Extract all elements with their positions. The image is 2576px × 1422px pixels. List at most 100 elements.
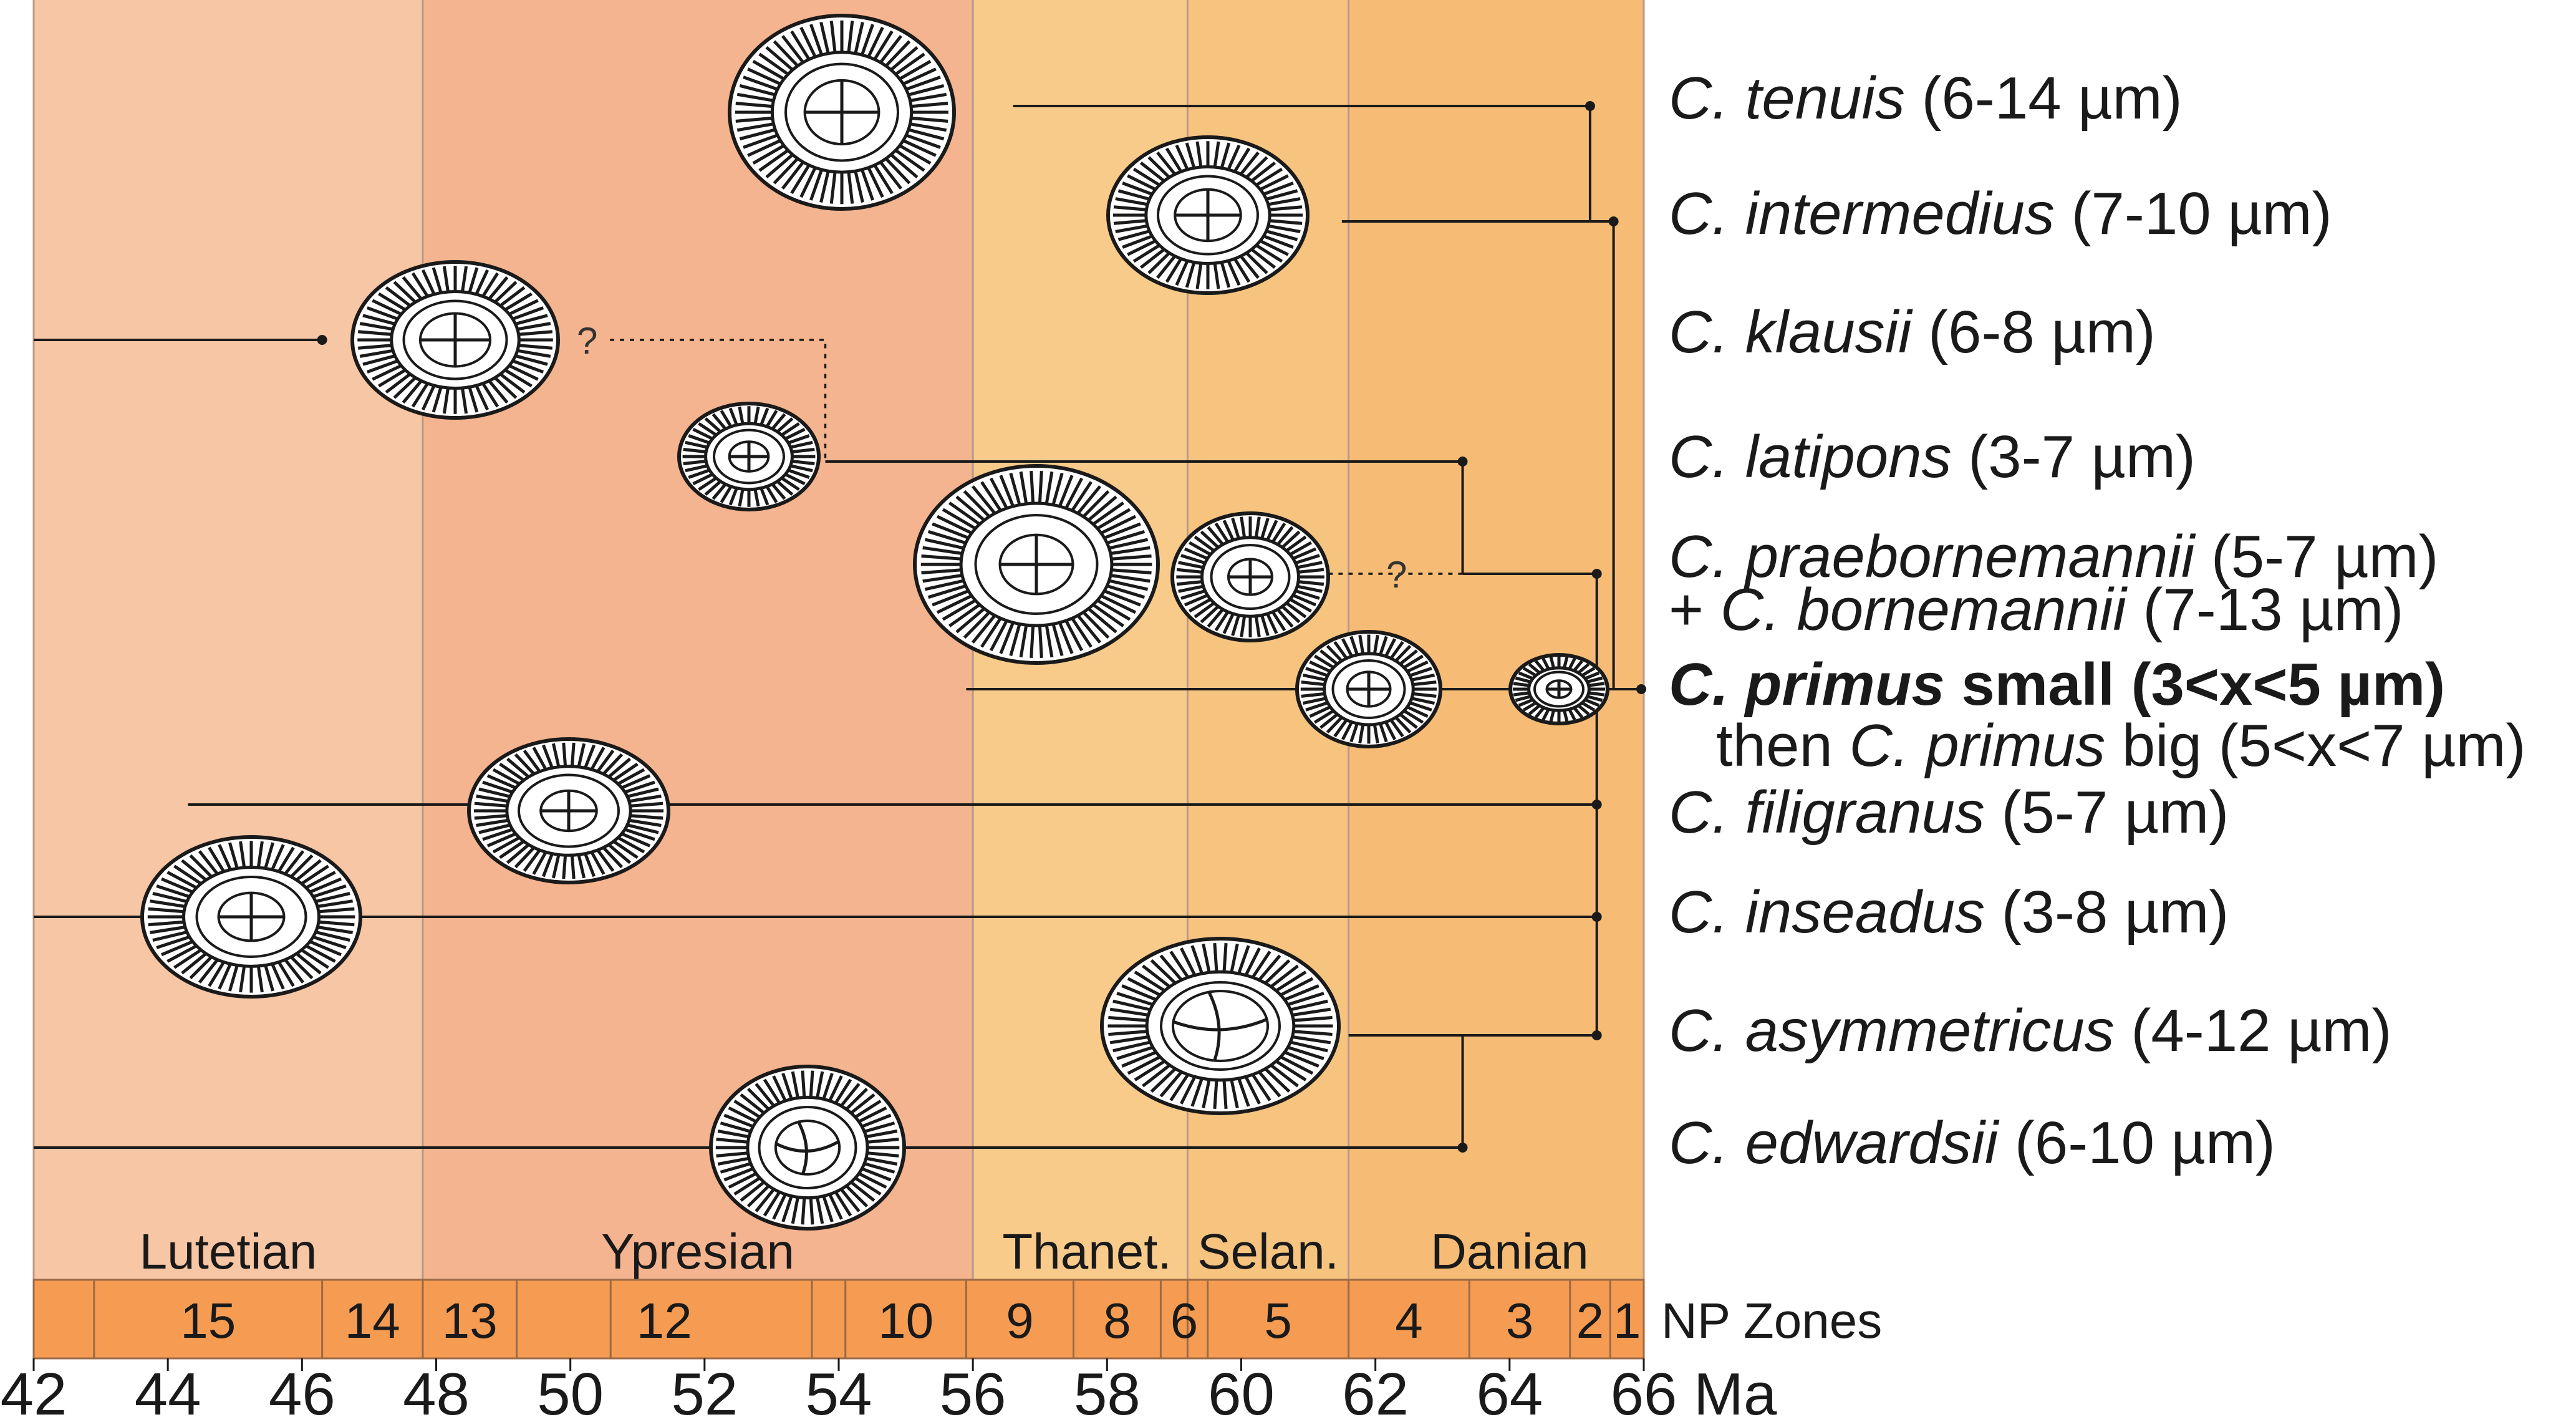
species-label: + C. bornemannii (7-13 µm) bbox=[1669, 576, 2403, 643]
coccolith-tube bbox=[518, 773, 620, 848]
np-zone-label: 9 bbox=[1006, 1293, 1034, 1348]
coccolith-shield-elements bbox=[735, 20, 948, 205]
species-label: C. inseadus (3-8 µm) bbox=[1669, 879, 2229, 946]
coccolith-shield-elements bbox=[1113, 141, 1303, 289]
np-zone-label: 2 bbox=[1576, 1293, 1604, 1348]
species-size-range: (3-7 µm) bbox=[1952, 423, 2196, 490]
species-size-range: (7-13 µm) bbox=[2126, 576, 2404, 643]
branch-node-dot bbox=[1457, 1143, 1468, 1153]
axis-tick-label: 58 bbox=[1074, 1361, 1141, 1422]
stage-label: Danian bbox=[1430, 1224, 1589, 1279]
coccolith-shield-elements bbox=[1107, 943, 1333, 1109]
coccolith-drawings bbox=[140, 14, 1609, 1231]
coccolith-tube bbox=[1160, 981, 1281, 1071]
axis-tick-label: 50 bbox=[537, 1361, 604, 1422]
stage-label: Thanet. bbox=[1002, 1224, 1171, 1279]
uncertain-lineage-line bbox=[610, 339, 827, 462]
species-label: C. primus small (3<x<5 µm) bbox=[1669, 651, 2445, 718]
axis-tick-label: 52 bbox=[671, 1361, 738, 1422]
np-zone-label: 3 bbox=[1506, 1293, 1534, 1348]
branch-node-dot bbox=[1585, 101, 1595, 111]
species-label: C. klausii (6-8 µm) bbox=[1669, 299, 2156, 365]
axis-unit-label: Ma bbox=[1694, 1361, 1777, 1422]
species-name: C. primus bbox=[1850, 712, 2106, 779]
np-zone-label: 15 bbox=[180, 1293, 236, 1348]
stage-band bbox=[34, 0, 423, 1280]
species-size-range: (5-7 µm) bbox=[1985, 779, 2229, 846]
coccolith-shield-elements bbox=[715, 1070, 900, 1225]
coccolith-shield-elements bbox=[147, 841, 355, 993]
species-name: C. filigranus bbox=[1669, 779, 1985, 846]
np-zone-label: 10 bbox=[878, 1293, 933, 1348]
coccolith-shield-elements bbox=[1512, 656, 1606, 722]
coccolith-tube bbox=[402, 299, 508, 380]
coccolith-tube bbox=[758, 1106, 857, 1189]
axis-tick-label: 62 bbox=[1342, 1361, 1409, 1422]
species-label-prefix: then bbox=[1716, 712, 1850, 779]
branch-node-dot bbox=[1608, 216, 1619, 226]
axis-tick-label: 56 bbox=[940, 1361, 1006, 1422]
np-zone-label: 1 bbox=[1613, 1293, 1641, 1348]
species-size-range: (6-10 µm) bbox=[1998, 1110, 2275, 1176]
coccolith-icon bbox=[140, 835, 362, 999]
axis-tick-label: 42 bbox=[1, 1361, 67, 1422]
species-name: C. klausii bbox=[1669, 299, 1913, 365]
np-zone-label: 14 bbox=[345, 1293, 400, 1348]
occurrence-dot bbox=[317, 335, 327, 345]
species-size-range: (7-10 µm) bbox=[2055, 180, 2332, 247]
species-name: C. intermedius bbox=[1669, 180, 2055, 247]
branch-node-dot bbox=[1591, 912, 1602, 922]
species-label: C. latipons (3-7 µm) bbox=[1669, 423, 2196, 490]
species-label: C. edwardsii (6-10 µm) bbox=[1669, 1110, 2275, 1176]
species-label: C. asymmetricus (4-12 µm) bbox=[1669, 997, 2391, 1064]
species-size-range: (4-12 µm) bbox=[2115, 997, 2392, 1064]
coccolith-icon bbox=[1106, 135, 1310, 295]
species-name: C. edwardsii bbox=[1669, 1110, 2000, 1176]
species-name: C. bornemannii bbox=[1720, 576, 2128, 643]
stage-band bbox=[422, 0, 973, 1280]
species-labels: C. tenuis (6-14 µm) C. intermedius (7-10 … bbox=[1669, 65, 2525, 1176]
species-label: C. filigranus (5-7 µm) bbox=[1669, 779, 2229, 846]
np-zone-label: 5 bbox=[1264, 1293, 1292, 1348]
coccolith-tube bbox=[1331, 659, 1406, 719]
coccolith-icon bbox=[913, 464, 1160, 665]
stage-label: Ypresian bbox=[601, 1224, 794, 1279]
coccolith-icon bbox=[728, 14, 956, 211]
np-zone-label: 13 bbox=[442, 1293, 498, 1348]
axis-tick-label: 60 bbox=[1208, 1361, 1275, 1422]
species-label: C. intermedius (7-10 µm) bbox=[1669, 180, 2332, 247]
branch-node-dot bbox=[1591, 1030, 1602, 1040]
species-label: C. praebornemannii (5-7 µm) bbox=[1669, 523, 2438, 590]
axis-tick-label: 48 bbox=[403, 1361, 470, 1422]
species-size-range: small (3<x<5 µm) bbox=[1945, 651, 2445, 718]
coccolith-tube bbox=[1533, 670, 1585, 708]
species-label: C. tenuis (6-14 µm) bbox=[1669, 65, 2183, 132]
uncertainty-question-mark: ? bbox=[577, 320, 597, 362]
axis-tick-label: 54 bbox=[806, 1361, 872, 1422]
species-size-range: big (5<x<7 µm) bbox=[2105, 712, 2525, 779]
coccolith-cross-bar bbox=[774, 1120, 841, 1175]
coccolith-tube bbox=[195, 876, 307, 958]
coccolith-tube bbox=[1210, 544, 1291, 610]
coccolith-tube bbox=[1157, 175, 1259, 256]
coccolith-tube bbox=[784, 62, 899, 162]
species-label-prefix: + bbox=[1669, 576, 1720, 643]
species-name: C. asymmetricus bbox=[1669, 997, 2115, 1064]
lineage-lines: ?? bbox=[34, 101, 1646, 1153]
coccolith-tube bbox=[974, 514, 1099, 615]
species-size-range: (3-8 µm) bbox=[1985, 879, 2229, 946]
species-name: C. inseadus bbox=[1669, 879, 1985, 946]
coccolith-shield-elements bbox=[682, 406, 816, 507]
uncertainty-question-mark: ? bbox=[1386, 554, 1407, 596]
np-zone-label: 4 bbox=[1395, 1293, 1423, 1348]
coccolith-cross-bar bbox=[1172, 990, 1268, 1062]
species-size-range: (6-8 µm) bbox=[1911, 299, 2155, 365]
species-label: then C. primus big (5<x<7 µm) bbox=[1716, 712, 2525, 779]
coccolith-icon bbox=[1170, 511, 1330, 642]
species-name: C. praebornemannii bbox=[1669, 523, 2196, 590]
np-zone-label: 12 bbox=[637, 1293, 692, 1348]
coccolith-icon bbox=[709, 1065, 906, 1231]
